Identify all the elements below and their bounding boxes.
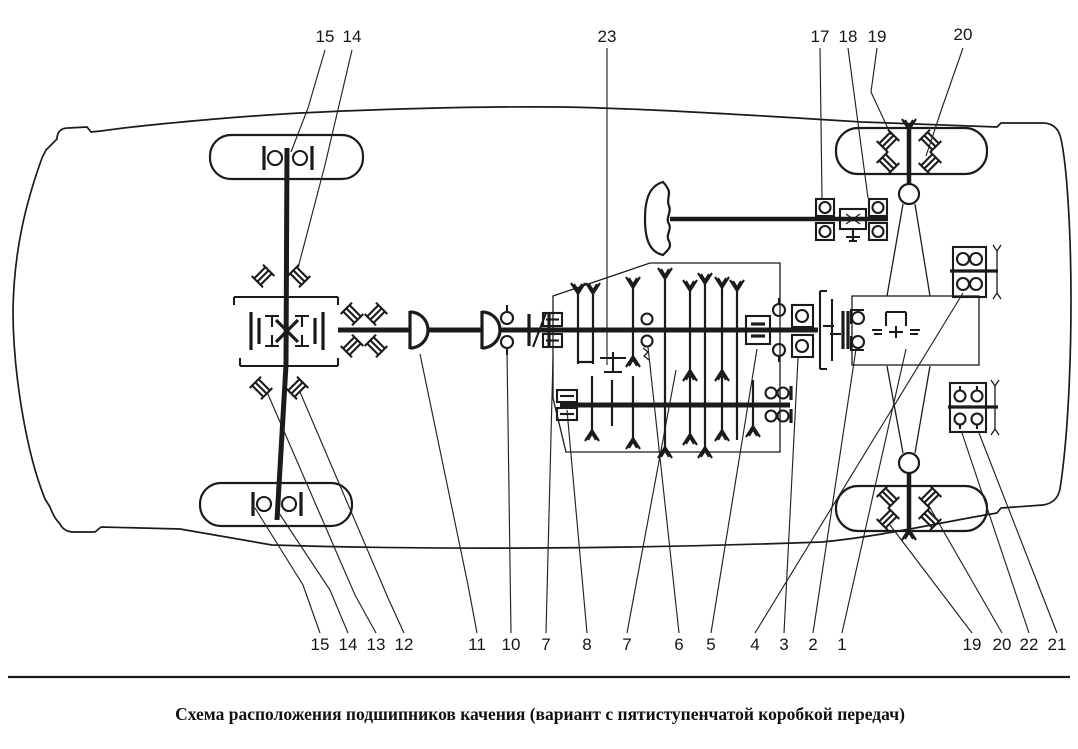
countershaft-rear-bearings bbox=[764, 386, 793, 423]
callout-label-bottom-7b: 7 bbox=[622, 635, 631, 654]
bearing-taper-icon bbox=[284, 375, 310, 401]
bearing-taper-icon bbox=[917, 128, 943, 154]
callout-label-bottom-6: 6 bbox=[674, 635, 683, 654]
callout-label-top-18: 18 bbox=[839, 27, 858, 46]
callout-label-bottom-22: 22 bbox=[1020, 635, 1039, 654]
suspension-bearing-box-upper bbox=[950, 244, 1002, 300]
gearbox-input-bearings bbox=[541, 311, 564, 349]
callout-label-bottom-2: 2 bbox=[808, 635, 817, 654]
callout-label-top-14: 14 bbox=[343, 27, 362, 46]
bearing-taper-icon bbox=[250, 263, 276, 289]
clutch-release-bearings bbox=[849, 308, 866, 352]
callout-label-bottom-19: 19 bbox=[963, 635, 982, 654]
callout-labels-top: 15 14 23 17 18 19 20 bbox=[316, 25, 973, 46]
rear-swing-axle-upper bbox=[875, 117, 943, 297]
clutch bbox=[818, 289, 866, 371]
cv-joint-inner bbox=[408, 310, 430, 350]
rear-swing-axle-lower bbox=[875, 365, 943, 542]
countershaft bbox=[555, 347, 793, 451]
bearing-taper-icon bbox=[875, 484, 901, 510]
main-shaft-rear-bearing-block bbox=[744, 298, 787, 362]
callout-leader-lines bbox=[254, 47, 1058, 634]
callout-label-bottom-21: 21 bbox=[1048, 635, 1067, 654]
callout-label-bottom-8: 8 bbox=[582, 635, 591, 654]
callout-label-bottom-4: 4 bbox=[750, 635, 759, 654]
front-axle bbox=[251, 146, 314, 521]
steering-gear bbox=[814, 197, 889, 243]
engine-block bbox=[851, 295, 980, 366]
wheel-front-lower bbox=[198, 481, 354, 528]
suspension-bearing-box-lower bbox=[948, 379, 1000, 436]
steering-wheel bbox=[643, 180, 672, 257]
gearbox bbox=[541, 262, 815, 460]
bearing-taper-icon bbox=[875, 506, 901, 532]
bearing-taper-icon bbox=[339, 301, 365, 327]
front-upper-hub-bearing bbox=[262, 146, 314, 170]
wheel-rear-lower bbox=[834, 484, 989, 533]
callout-label-bottom-12: 12 bbox=[395, 635, 414, 654]
callout-label-top-17: 17 bbox=[811, 27, 830, 46]
callout-label-bottom-14: 14 bbox=[339, 635, 358, 654]
car-body-outline bbox=[12, 105, 1072, 549]
callout-label-bottom-3: 3 bbox=[779, 635, 788, 654]
callout-label-bottom-10: 10 bbox=[502, 635, 521, 654]
gearbox-output-bearings bbox=[790, 303, 815, 359]
bearing-taper-icon bbox=[917, 484, 943, 510]
bearing-taper-icon bbox=[339, 333, 365, 359]
callout-label-top-19: 19 bbox=[868, 27, 887, 46]
bearing-taper-icon bbox=[917, 150, 943, 176]
bearing-taper-icon bbox=[363, 301, 389, 327]
steering bbox=[643, 180, 889, 257]
callout-label-bottom-15: 15 bbox=[311, 635, 330, 654]
callout-label-bottom-7a: 7 bbox=[541, 635, 550, 654]
wheel-rear-upper bbox=[834, 126, 989, 176]
bearing-taper-icon bbox=[875, 128, 901, 154]
callout-label-bottom-13: 13 bbox=[367, 635, 386, 654]
front-differential bbox=[232, 263, 340, 401]
main-shaft-gears bbox=[569, 266, 746, 460]
callout-label-top-15: 15 bbox=[316, 27, 335, 46]
callout-label-bottom-11: 11 bbox=[468, 635, 486, 654]
callout-label-bottom-1: 1 bbox=[837, 635, 846, 654]
callout-label-bottom-20: 20 bbox=[993, 635, 1012, 654]
figure-caption: Схема расположения подшипников качения (… bbox=[175, 704, 905, 724]
callout-label-top-20: 20 bbox=[954, 25, 973, 44]
bearing-taper-icon bbox=[363, 333, 389, 359]
cv-joint-outer bbox=[480, 310, 502, 350]
callout-labels-bottom: 15 14 13 12 11 10 7 8 7 6 5 4 3 2 1 19 2… bbox=[311, 635, 1067, 654]
front-lower-hub-bearing bbox=[251, 492, 303, 516]
callout-label-bottom-5: 5 bbox=[706, 635, 715, 654]
bearing-taper-icon bbox=[875, 150, 901, 176]
callout-label-top-23: 23 bbox=[598, 27, 617, 46]
bearing-taper-icon bbox=[286, 263, 312, 289]
